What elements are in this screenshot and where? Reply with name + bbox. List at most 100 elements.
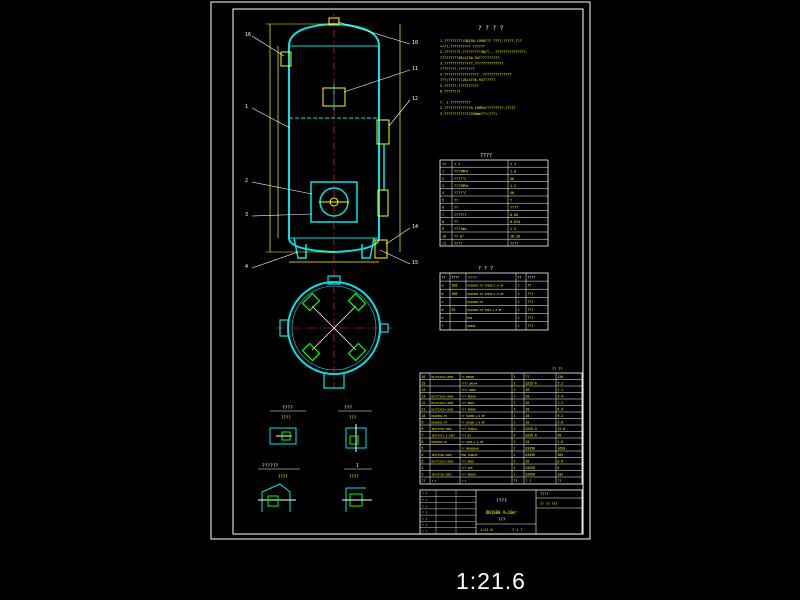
parts-cell: 1: [514, 459, 516, 463]
nozzle-header-cell: ????: [528, 276, 536, 280]
parts-cell: ??? DN200: [462, 407, 476, 411]
parts-cell: JB/T4736-2002: [432, 427, 453, 431]
tech-cell: ????MPa: [454, 170, 468, 174]
parts-cell: 5.2: [558, 381, 564, 385]
nozzle-header-cell: ??: [442, 276, 446, 280]
detail-2-drawing: [345, 424, 367, 452]
parts-cell: Q235-A: [526, 427, 537, 431]
detail-3-title: ??????: [262, 463, 279, 469]
parts-header-cell: ? ?: [462, 479, 467, 483]
nozzle-cell: M20: [468, 316, 473, 320]
detail-3-sub: ????: [278, 474, 288, 479]
parts-cell: Q345R: [526, 446, 535, 450]
plan-view: [276, 270, 392, 389]
detail-1-sub: ????: [281, 415, 291, 420]
parts-cell: HG/T21514-2005: [432, 394, 454, 398]
parts-cell: 14: [422, 388, 426, 392]
parts-cell: 4: [422, 453, 424, 457]
title-left-cell: ? ?: [422, 517, 428, 521]
parts-header-cell: ??: [558, 479, 562, 483]
notes-line: ???(??????)JB/4730-94??????: [440, 78, 495, 82]
nozzle-cell: e: [442, 316, 444, 320]
technical-notes: ? ? ? ? 1.?????????/GB150-1998??? ????,?…: [440, 25, 528, 116]
parts-cell: 12.6: [558, 427, 566, 431]
detail-1-drawing: [269, 427, 297, 445]
parts-cell: HG/T21514-2005: [432, 375, 454, 379]
parts-cell: 1: [514, 427, 516, 431]
tech-cell: ????: [510, 242, 518, 246]
nozzle-cell: ???: [528, 308, 534, 312]
detail-2-sub: ???: [349, 415, 357, 420]
parts-cell: 3.4: [558, 394, 564, 398]
parts-cell: 20: [526, 394, 530, 398]
parts-cell: 16: [422, 375, 426, 379]
tech-cell: 1.2: [510, 184, 516, 188]
parts-cell: 1: [514, 472, 516, 476]
parts-cell: Q235-A: [526, 433, 537, 437]
callout-numbers: 16 1 2 3 4 10 11 12 14 15: [245, 32, 418, 270]
detail-views: ???? ???? ??? ??? ?????? ???? I ????: [258, 405, 372, 512]
detail-4-sub: ????: [349, 474, 359, 479]
scale-label: 1:21.6: [456, 568, 526, 594]
parts-cell: 20: [526, 420, 530, 424]
tech-cell: 9: [442, 227, 444, 231]
parts-cell: ?? DN1600×8: [462, 446, 480, 450]
nozzle-cell: f: [442, 324, 444, 328]
tech-cell: 0.625: [510, 220, 520, 224]
parts-cell: 2: [422, 466, 424, 470]
parts-cell: ?? SO200-1.6 RF: [462, 414, 486, 418]
parts-cell: 4: [514, 433, 516, 437]
plan-nozzle-top: [327, 275, 341, 285]
tech-cell: 11: [442, 242, 446, 246]
tech-cell: 10.26: [510, 234, 520, 238]
plan-support-lugs: [301, 292, 367, 362]
parts-cell: 0.9: [558, 459, 564, 463]
parts-cell: 1: [514, 381, 516, 385]
tech-cell: ????MPa: [454, 184, 468, 188]
title-name: ????: [496, 498, 507, 504]
parts-cell: HG/T21514-2005: [432, 459, 454, 463]
parts-cell: 9: [422, 420, 424, 424]
tech-cell: 1.0: [510, 170, 516, 174]
nozzle-cell: b: [442, 292, 444, 296]
parts-cell: 1: [422, 472, 424, 476]
parts-cell: ?? DN500: [462, 375, 475, 379]
nozzle-cell: HG20592-97 SO200-1.6 RF: [468, 284, 504, 288]
notes-line: <<??,????????>> ??????: [440, 45, 485, 49]
notes-line: 2.????????,?????????GB/T...?????????????…: [440, 50, 528, 54]
nozzle-cell: HG20592-97 SO25-1.6 RF: [468, 308, 503, 312]
tech-header-cell: ? ?: [510, 162, 516, 166]
tech-cell: ????mm: [454, 227, 466, 231]
tech-table-title: ????: [480, 153, 492, 159]
tech-cell: 1: [442, 170, 444, 174]
parts-cell: 6.5: [558, 407, 564, 411]
title-sheet-info: ?? ?? ???: [540, 502, 557, 506]
callout-3: 3: [245, 212, 248, 218]
nozzle-cell: 200: [452, 284, 458, 288]
title-left-rows: ? ?? ?? ?? ?? ?? ?? ?: [420, 490, 476, 534]
callout-12: 12: [412, 96, 418, 102]
parts-cell: HG/T21514-2005: [432, 407, 454, 411]
parts-cell: ??? 200: [462, 466, 473, 470]
drain-nozzle: [374, 239, 388, 259]
parts-cell: 1: [514, 388, 516, 392]
tech-cell: 6: [442, 206, 444, 210]
plan-support-rays: [311, 305, 357, 351]
parts-cell: ??? DN25: [462, 401, 475, 405]
parts-header-cell: ? ?: [432, 479, 437, 483]
title-left-cell: ? ?: [422, 498, 428, 502]
parts-cell: 102: [558, 472, 564, 476]
nozzle-cell: c: [442, 300, 444, 304]
parts-cell: ???? DN25: [462, 388, 476, 392]
nozzle-cell: 1: [518, 284, 520, 288]
nozzle-cell: ??: [528, 284, 532, 288]
nozzle-table-border: [439, 272, 549, 331]
tech-cell: ??: [454, 198, 458, 202]
tech-cell: 8: [442, 220, 444, 224]
nozzle-cell: DN400: [468, 324, 476, 328]
parts-cell: EHA 1600×8: [462, 453, 478, 457]
notes-lines: 1.?????????/GB150-1998??? ????,?????,???…: [440, 39, 528, 116]
notes-line: 1.?????????/GB150-1998??? ????,?????,???: [440, 39, 522, 43]
tech-cell: ??: [454, 220, 458, 224]
